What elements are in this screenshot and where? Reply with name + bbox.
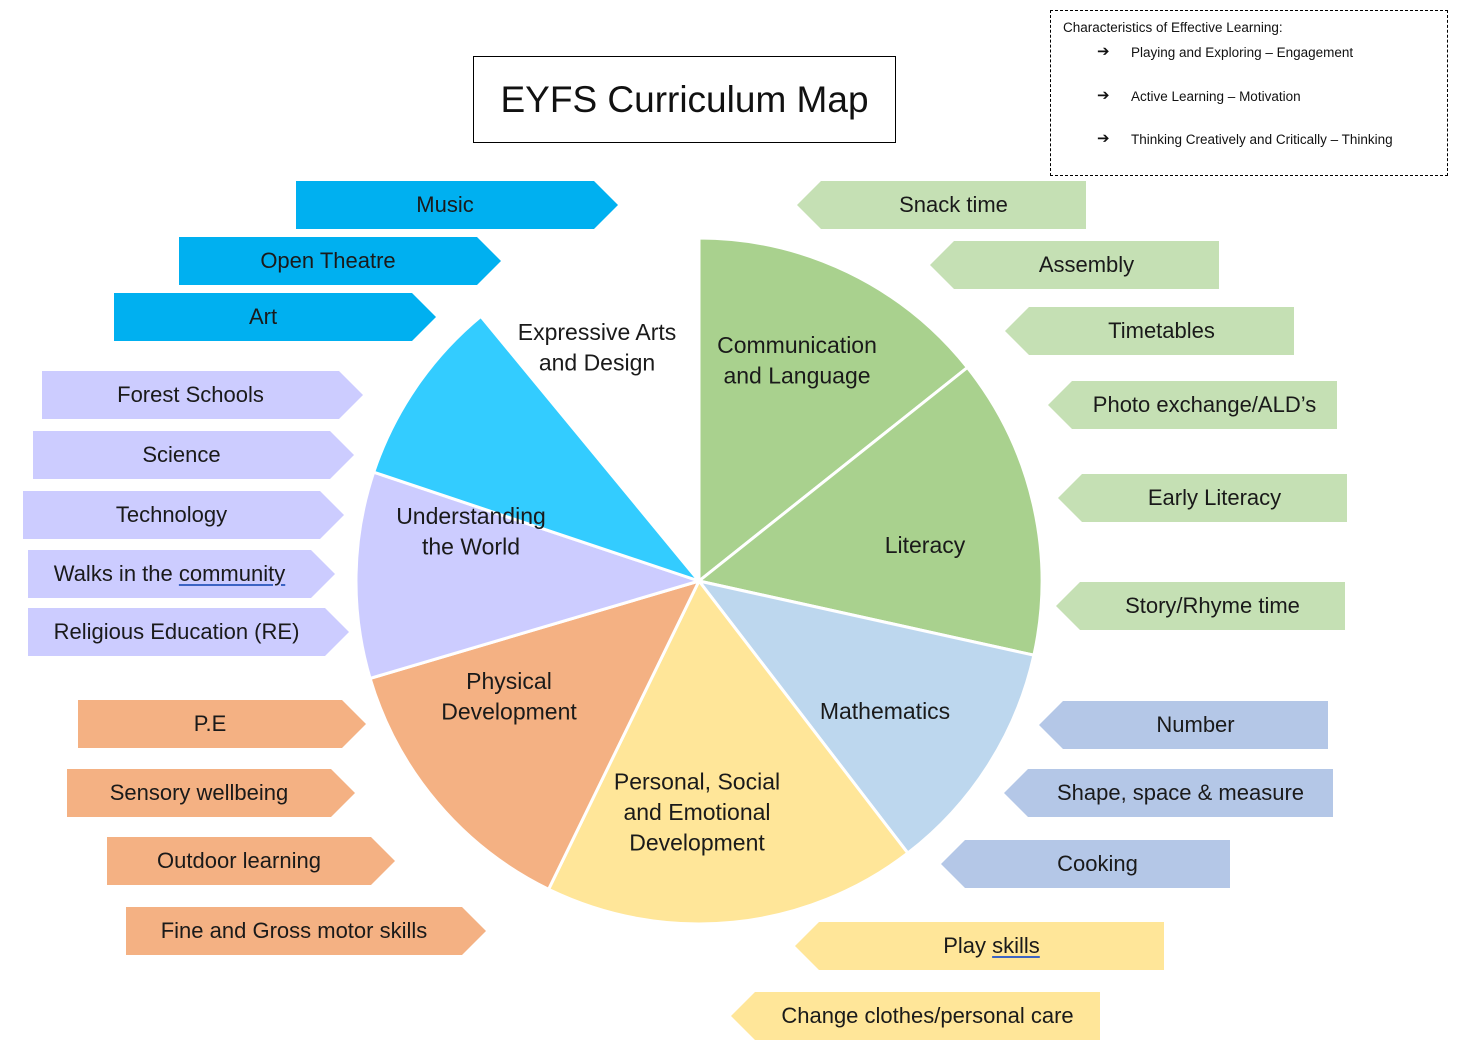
tag-label: Snack time	[899, 192, 1008, 217]
tag-label-prefix: Walks in the	[53, 561, 179, 586]
tag-label: Open Theatre	[260, 248, 396, 273]
tag-outdoor-learning: Outdoor learning	[107, 837, 395, 885]
tag-open-theatre: Open Theatre	[179, 237, 501, 285]
tag-label: Story/Rhyme time	[1125, 593, 1300, 618]
wheel-segment-label: Literacy	[885, 532, 966, 558]
wheel-segment	[368, 578, 702, 892]
wheel-segment-label-line: Understanding	[396, 503, 546, 529]
wheel-segment-label-line: Literacy	[885, 532, 966, 558]
characteristic-text: Active Learning – Motivation	[1131, 88, 1301, 104]
tag-label: Science	[142, 442, 221, 467]
tag-music: Music	[296, 181, 618, 229]
tag-story-rhyme: Story/Rhyme time	[1056, 582, 1345, 630]
tag-motor-skills: Fine and Gross motor skills	[126, 907, 486, 955]
characteristic-text: Thinking Creatively and Critically – Thi…	[1131, 132, 1393, 147]
wheel-segment	[697, 236, 970, 585]
tag-science: Science	[33, 431, 354, 479]
wheel-segment-label-line: Development	[441, 698, 577, 724]
characteristic-item: ➔ Playing and Exploring – Engagement	[1063, 43, 1447, 89]
tag-label: Sensory wellbeing	[109, 780, 289, 805]
characteristic-text: Playing and Exploring – Engagement	[1131, 45, 1354, 60]
tag-label: Timetables	[1108, 318, 1215, 343]
tag-walks-community: Walks in the community	[28, 550, 335, 598]
tag-label: Assembly	[1038, 252, 1135, 277]
wheel-segment-label-line: and Design	[539, 349, 655, 375]
tag-shape-space: Shape, space & measure	[1004, 769, 1333, 817]
tag-label: Cooking	[1057, 851, 1138, 876]
wheel-segment-label-line: Communication	[717, 332, 877, 358]
tag-assembly: Assembly	[930, 241, 1219, 289]
tag-label-underlined: community	[178, 561, 286, 586]
tag-change-clothes: Change clothes/personal care	[731, 992, 1100, 1040]
tag-label: Art	[248, 304, 278, 329]
wheel-segment-label: Understanding the World	[396, 503, 546, 560]
wheel-segment-label: Mathematics	[820, 698, 950, 724]
wheel-segment-label-line: Mathematics	[820, 698, 950, 724]
wheel-segment	[695, 365, 1044, 657]
tag-label: P.E	[193, 711, 227, 736]
arrow-right-icon: ➔	[1097, 86, 1110, 104]
tag-early-literacy: Early Literacy	[1058, 474, 1347, 522]
tag-number: Number	[1039, 701, 1328, 749]
tag-label: Technology	[115, 502, 228, 527]
wheel-segment	[371, 314, 704, 585]
tag-label: Play skills	[943, 933, 1040, 959]
tag-label: Change clothes/personal care	[781, 1003, 1074, 1028]
tag-religious-education: Religious Education (RE)	[28, 608, 349, 656]
wheel-segment-label-line: Expressive Arts	[518, 319, 677, 345]
arrow-right-icon: ➔	[1097, 130, 1110, 147]
arrow-right-icon: ➔	[1097, 43, 1110, 60]
tag-label: Number	[1156, 712, 1235, 737]
tag-label: Forest Schools	[117, 382, 264, 407]
wheel-segment-label: Expressive Arts and Design	[518, 319, 677, 376]
wheel-segment-label-line: and Emotional	[623, 799, 770, 825]
tag-label: Music	[416, 192, 474, 217]
tag-forest-schools: Forest Schools	[42, 371, 363, 419]
wheel-segment	[354, 470, 704, 681]
tag-label-underlined: skills	[992, 933, 1040, 958]
tag-label: Photo exchange/ALD’s	[1092, 392, 1317, 417]
wheel-segment	[695, 578, 1036, 856]
tag-snack-time: Snack time	[797, 181, 1086, 229]
tag-technology: Technology	[23, 491, 344, 539]
characteristics-box: Characteristics of Effective Learning: ➔…	[1050, 10, 1448, 176]
tag-photo-exchange: Photo exchange/ALD’s	[1048, 381, 1337, 429]
tag-label-prefix: Play	[943, 933, 993, 958]
wheel-segment-label-line: Physical	[466, 668, 552, 694]
page-title: EYFS Curriculum Map	[473, 56, 896, 143]
tag-pe: P.E	[78, 700, 366, 748]
wheel-segment	[546, 578, 910, 926]
tag-label: Outdoor learning	[157, 848, 321, 873]
tag-label: Fine and Gross motor skills	[160, 918, 428, 943]
wheel-segment-label-line: Personal, Social	[614, 769, 780, 795]
wheel-segment-label-line: Development	[629, 830, 765, 856]
wheel-segment-label: Communication and Language	[717, 332, 877, 389]
tag-timetables: Timetables	[1005, 307, 1294, 355]
characteristics-heading: Characteristics of Effective Learning:	[1063, 20, 1283, 35]
characteristic-item: ➔ Active Learning – Motivation	[1063, 86, 1447, 133]
tag-label: Early Literacy	[1147, 485, 1282, 510]
characteristic-item: ➔ Thinking Creatively and Critically – T…	[1063, 130, 1447, 176]
tag-cooking: Cooking	[941, 840, 1230, 888]
tag-label: Shape, space & measure	[1056, 780, 1305, 805]
tag-play-skills: Play skills	[795, 922, 1164, 970]
wheel-segment-label-line: and Language	[723, 362, 870, 388]
tag-sensory-wellbeing: Sensory wellbeing	[67, 769, 355, 817]
tag-art: Art	[114, 293, 436, 341]
tag-label: Walks in the community	[54, 561, 285, 587]
wheel-segment-label-line: the World	[422, 533, 520, 559]
tag-label: Religious Education (RE)	[53, 619, 300, 644]
